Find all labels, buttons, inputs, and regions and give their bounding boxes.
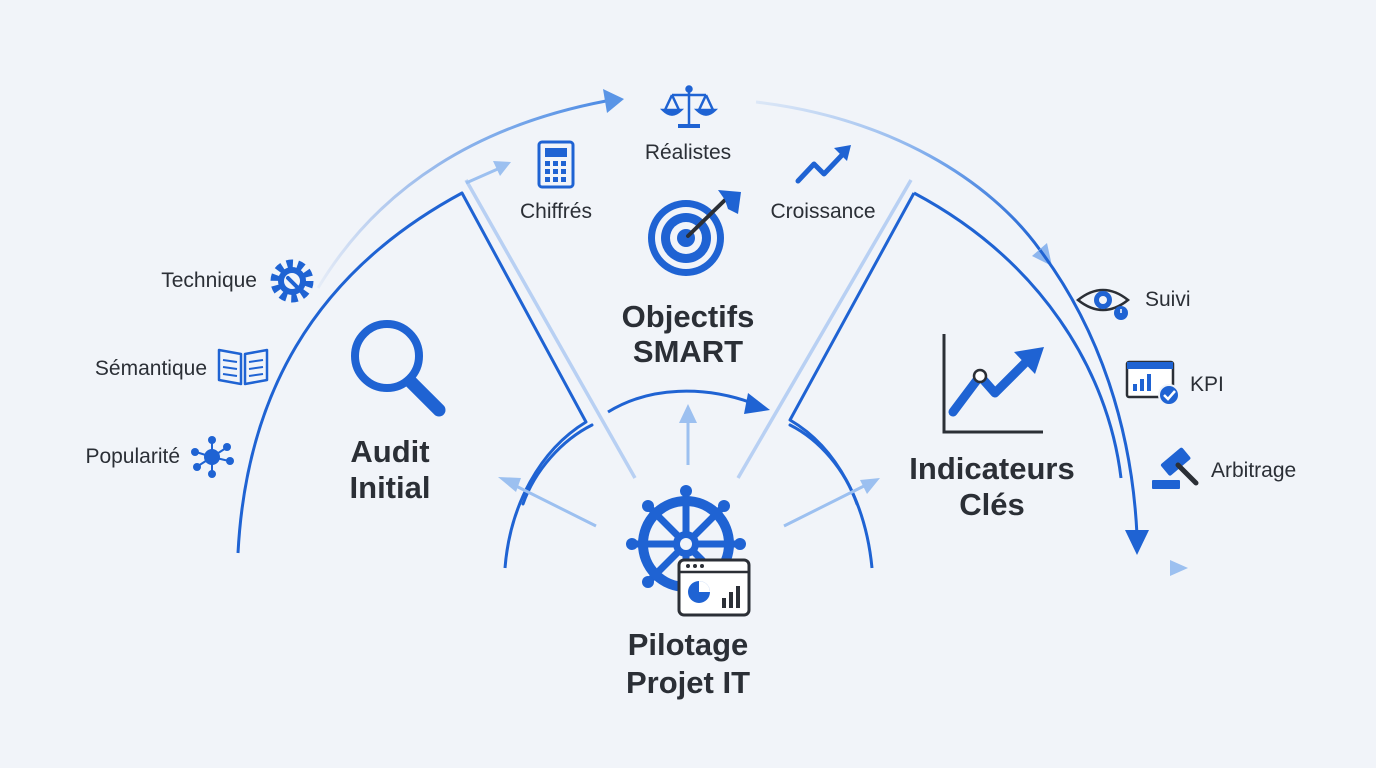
balance-scale-icon [659, 85, 719, 128]
audit-title-line2: Initial [350, 470, 431, 505]
indicateurs-title-line2: Clés [959, 487, 1024, 522]
dashboard-check-icon [1125, 360, 1180, 406]
trend-up-icon [795, 145, 851, 184]
gavel-icon [1152, 447, 1199, 489]
calculator-icon [537, 140, 575, 189]
network-nodes-icon [191, 436, 234, 478]
item-realistes: Réalistes [645, 141, 731, 164]
objectifs-title-line1: Objectifs [622, 299, 755, 334]
item-suivi: Suivi [1145, 288, 1191, 311]
flow-arrows [316, 89, 1149, 555]
gear-wrench-icon [270, 259, 314, 303]
pilotage-title-line1: Pilotage [628, 627, 749, 662]
item-semantique: Sémantique [95, 357, 207, 380]
item-kpi: KPI [1190, 373, 1224, 396]
item-arbitrage: Arbitrage [1211, 459, 1296, 482]
magnifier-icon [351, 320, 446, 417]
item-croissance: Croissance [770, 200, 875, 223]
pilotage-title-line2: Projet IT [626, 665, 750, 700]
item-popularite: Popularité [85, 445, 180, 468]
structure-lines [200, 179, 1188, 576]
objectifs-title-line2: SMART [633, 334, 743, 369]
ship-wheel-dashboard-icon [626, 485, 751, 617]
target-arrow-icon [648, 190, 741, 276]
audit-title-line1: Audit [350, 434, 429, 469]
open-book-icon [217, 348, 269, 386]
item-technique: Technique [161, 269, 257, 292]
audit-items: Technique Sémantique Popularité [85, 259, 314, 478]
eye-icon [1075, 288, 1131, 320]
objectifs-items: Chiffrés Réalistes Croissance [520, 85, 876, 223]
line-chart-icon [942, 334, 1044, 434]
indicateurs-title-line1: Indicateurs [909, 451, 1074, 486]
indicateurs-items: Suivi KPI Arbitrage [1075, 288, 1296, 489]
item-chiffres: Chiffrés [520, 200, 592, 223]
